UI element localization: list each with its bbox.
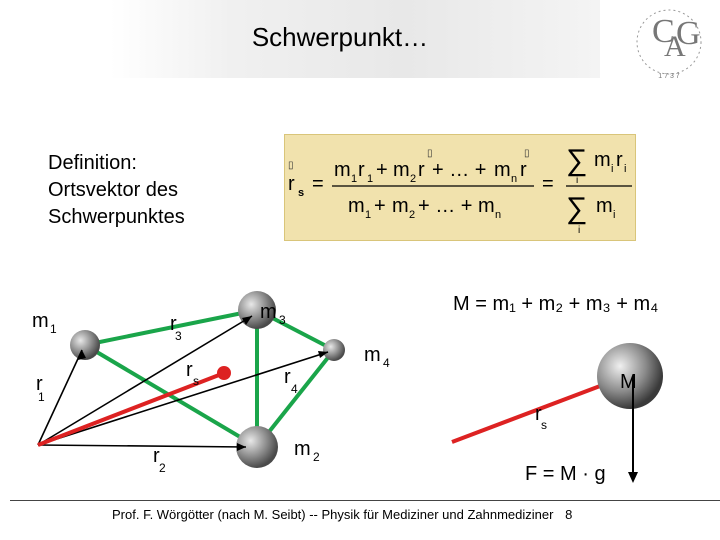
logo-letter-a: A [664,30,686,63]
label-r3: r [170,313,177,335]
formula-eq: = [312,173,324,195]
label-r4: r [284,366,291,388]
mass-m2 [236,426,278,468]
arrowhead-r4 [318,351,328,358]
formula-den-m1: m [348,195,365,217]
footer-text: Prof. F. Wörgötter (nach M. Seibt) -- Ph… [112,507,554,522]
label-m1-sub: 1 [50,322,57,336]
label-r1: r [36,373,43,395]
label-total-mass: M [620,371,637,393]
label-rs: r [186,359,193,381]
arrowhead-r3 [242,316,252,325]
vector-rs-right [451,381,609,444]
edge-m1-m2 [83,343,259,449]
edge-m1-m3 [84,308,258,347]
arrowhead-r1 [78,350,86,360]
formula-lhs-sub: s [298,187,304,199]
formula-num-rn: r [520,159,527,181]
formula-den-mn: m [478,195,495,217]
formula-eq2: = [542,173,554,195]
definition-text: Definition: Ortsvektor des Schwerpunktes [48,150,185,231]
center-of-mass-formula: r s ▯ = m 1 r 1 + m 2 r + … + m n r ▯ ▯ … [288,144,632,236]
slide-title: Schwerpunkt… [251,22,429,52]
vector-arrowheads [78,316,328,451]
label-m2: m [294,438,311,460]
logo-letter-g: G [676,15,701,52]
formula-den-plus: + [374,195,386,217]
sum-den-i: i [613,209,615,221]
label-rs-right: r [535,403,542,425]
label-r4-sub: 4 [291,382,298,396]
footer-divider [10,500,720,501]
sum-num-i: i [611,163,613,175]
formula-den-subn: n [495,209,501,221]
formula-den-m2: m [392,195,409,217]
mass-m4 [323,339,345,361]
vector-r2 [37,444,247,448]
vector-r1 [37,349,83,446]
formula-num-m2: m [393,159,410,181]
formula-lhs-r: r [288,173,295,195]
formula-num-r2: r [418,159,425,181]
sum-sigma-denominator: ∑ [566,192,587,225]
definition-line-1: Definition: [48,152,137,174]
label-r3-sub: 3 [175,329,182,343]
definition-line-2: Ortsvektor des [48,179,179,201]
logo-letter-c: C [652,13,675,50]
gravity-arrowhead [628,472,638,483]
formula-num-r1: r [358,159,365,181]
formula-den-dots: + … + [418,195,472,217]
center-of-mass-dot [217,366,231,380]
sum-den-m: m [596,195,613,217]
formula-num-r1-sub: 1 [367,173,373,185]
label-rs-right-sub: s [541,418,547,432]
total-mass-sphere [597,343,663,409]
label-m3: m [260,301,277,323]
sum-index-numerator: i [576,175,578,186]
label-m3-sub: 3 [279,313,286,327]
position-vectors [37,315,329,448]
formula-num-mn: m [494,159,511,181]
total-mass-formula: M = m₁ + m₂ + m₃ + m₄ [453,293,658,315]
label-m4-sub: 4 [383,356,390,370]
institute-logo: C A G 1 7 3 7 [636,9,702,80]
formula-den-sub2: 2 [409,209,415,221]
formula-num-sub1: 1 [351,173,357,185]
label-m2-sub: 2 [313,450,320,464]
arrowhead-r2 [237,443,246,451]
logo-ring-text: 1 7 3 7 [658,73,680,80]
vector-arrow-mark: ▯ [288,160,294,171]
formula-num-plus: + [376,159,388,181]
title-band [110,0,600,78]
footer: Prof. F. Wörgötter (nach M. Seibt) -- Ph… [112,507,572,522]
label-m4: m [364,344,381,366]
label-r1-sub: 1 [38,390,45,404]
vector-rs [37,373,220,447]
sum-num-r-i: i [624,163,626,175]
label-r2-sub: 2 [159,461,166,475]
formula-num-subn: n [511,173,517,185]
vector-r3 [37,315,253,446]
label-r2: r [153,445,160,467]
sum-sigma-numerator: ∑ [566,144,587,177]
sum-num-r: r [616,149,623,171]
formula-num-sub2: 2 [410,173,416,185]
sum-index-denominator: i [578,225,580,236]
vector-arrow-mark: ▯ [524,148,530,159]
definition-line-3: Schwerpunktes [48,206,185,228]
vector-r4 [37,351,329,446]
vector-arrow-mark: ▯ [427,148,433,159]
formula-box [284,134,636,241]
formula-num-dots: + … + [432,159,486,181]
sum-num-m: m [594,149,611,171]
formula-den-sub1: 1 [365,209,371,221]
force-formula: F = M · g [525,463,606,485]
mass-m1 [70,330,100,360]
page-number: 8 [565,507,573,522]
label-rs-sub: s [193,374,199,388]
formula-num-m1: m [334,159,351,181]
label-m1: m [32,310,49,332]
